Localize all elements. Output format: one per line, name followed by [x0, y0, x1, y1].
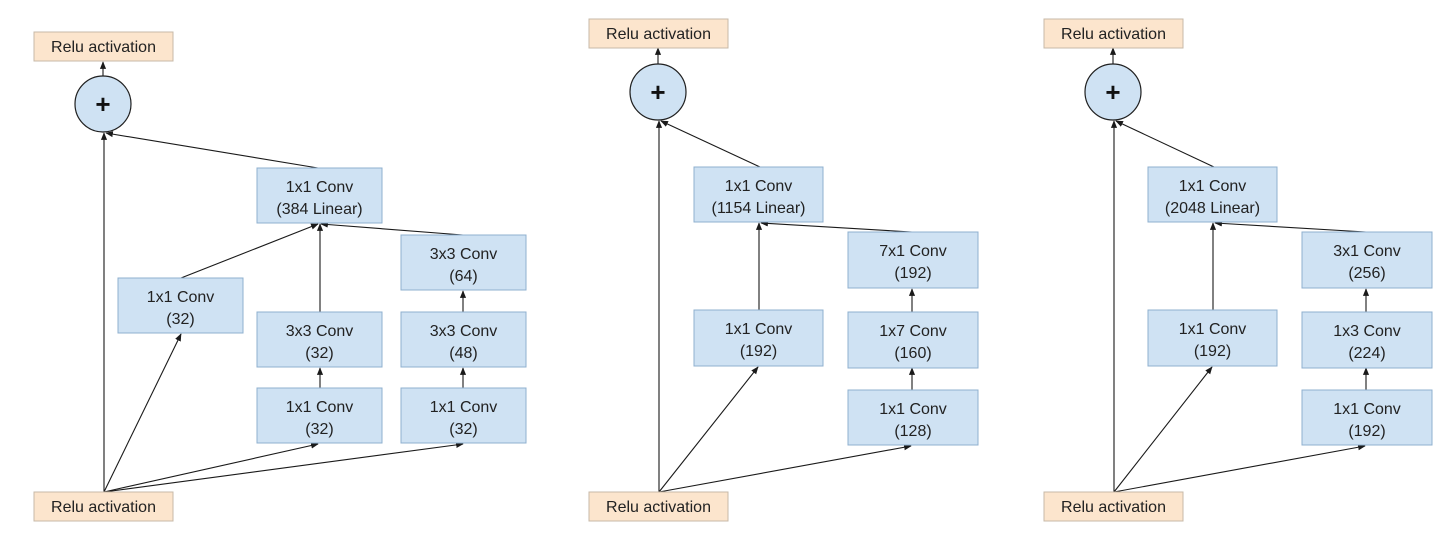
conv-box-branch2-middle: 1x3 Conv (224)	[1301, 311, 1433, 369]
conv-size-label: (32)	[305, 345, 333, 362]
conv-size-label: (192)	[1348, 423, 1385, 440]
plus-icon: +	[95, 89, 110, 119]
plus-icon: +	[650, 77, 665, 107]
conv-size-label: (32)	[166, 311, 194, 328]
sum-node: +	[74, 75, 132, 133]
input-relu-box: Relu activation	[1043, 491, 1184, 522]
conv-size-label: (224)	[1348, 345, 1385, 362]
conv-size-label: (192)	[740, 343, 777, 360]
output-relu-label: Relu activation	[1061, 26, 1166, 43]
edge-branch1-to-proj	[180, 223, 319, 279]
conv-size-label: (128)	[894, 423, 931, 440]
conv-box-projection: 1x1 Conv (384 Linear)	[256, 167, 383, 224]
diagram-a: Relu activation + 1x1 Conv (384 Linear) …	[33, 31, 527, 522]
conv-size-label: (192)	[894, 265, 931, 282]
edge-input-to-branch2	[103, 442, 319, 493]
edge-input-to-branch1	[1113, 366, 1213, 493]
conv-op-label: 1x7 Conv	[879, 323, 947, 340]
input-relu-label: Relu activation	[51, 499, 156, 516]
conv-size-label: (384 Linear)	[276, 201, 362, 218]
diagram-b-edges	[654, 47, 916, 493]
output-relu-box: Relu activation	[1043, 18, 1184, 49]
conv-op-label: 3x3 Conv	[430, 246, 498, 263]
conv-box-branch2-bottom: 1x1 Conv (32)	[256, 387, 383, 444]
conv-box-projection: 1x1 Conv (2048 Linear)	[1147, 166, 1278, 223]
conv-size-label: (32)	[305, 421, 333, 438]
conv-op-label: 1x1 Conv	[430, 399, 498, 416]
conv-box-branch1: 1x1 Conv (32)	[117, 277, 244, 334]
edge-branch2-to-proj	[1214, 220, 1367, 233]
conv-op-label: 1x1 Conv	[1333, 401, 1401, 418]
conv-op-label: 1x1 Conv	[1179, 178, 1247, 195]
input-relu-label: Relu activation	[1061, 499, 1166, 516]
conv-box-branch3-middle: 3x3 Conv (48)	[400, 311, 527, 368]
diagram-a-edges	[99, 61, 467, 493]
conv-size-label: (64)	[449, 268, 477, 285]
conv-box-branch2-bottom: 1x1 Conv (128)	[847, 389, 979, 446]
sum-node: +	[1084, 63, 1142, 121]
output-relu-label: Relu activation	[51, 39, 156, 56]
sum-node: +	[629, 63, 687, 121]
conv-box-branch2-top: 7x1 Conv (192)	[847, 231, 979, 289]
conv-box-branch2-middle: 1x7 Conv (160)	[847, 311, 979, 369]
edge-branch3-to-proj	[320, 221, 464, 236]
edge-input-to-branch3	[103, 441, 464, 493]
conv-box-branch1: 1x1 Conv (192)	[1147, 309, 1278, 367]
diagram-c-edges	[1109, 47, 1370, 493]
edge-proj-to-sum	[660, 120, 761, 168]
edge-input-to-branch1	[103, 333, 182, 493]
conv-size-label: (32)	[449, 421, 477, 438]
conv-op-label: 3x3 Conv	[286, 323, 354, 340]
conv-box-branch2-bottom: 1x1 Conv (192)	[1301, 389, 1433, 446]
conv-op-label: 1x1 Conv	[879, 401, 947, 418]
conv-op-label: 1x1 Conv	[286, 399, 354, 416]
edge-input-to-branch2	[1113, 444, 1366, 493]
conv-size-label: (1154 Linear)	[712, 200, 806, 217]
conv-box-branch3-bottom: 1x1 Conv (32)	[400, 387, 527, 444]
edge-input-to-branch1	[658, 366, 759, 493]
conv-op-label: 3x1 Conv	[1333, 243, 1401, 260]
edge-input-to-branch2	[658, 444, 912, 493]
conv-box-branch3-top: 3x3 Conv (64)	[400, 234, 527, 291]
conv-box-branch2-top: 3x3 Conv (32)	[256, 311, 383, 368]
conv-op-label: 1x1 Conv	[725, 321, 793, 338]
conv-op-label: 1x1 Conv	[286, 179, 354, 196]
diagram-b: Relu activation + 1x1 Conv (1154 Linear)…	[588, 18, 979, 522]
output-relu-box: Relu activation	[588, 18, 729, 49]
conv-box-projection: 1x1 Conv (1154 Linear)	[693, 166, 824, 223]
diagram-c: Relu activation + 1x1 Conv (2048 Linear)…	[1043, 18, 1433, 522]
conv-op-label: 1x1 Conv	[147, 289, 215, 306]
conv-box-branch1: 1x1 Conv (192)	[693, 309, 824, 367]
edge-proj-to-sum	[105, 131, 319, 169]
input-relu-box: Relu activation	[588, 491, 729, 522]
conv-size-label: (48)	[449, 345, 477, 362]
input-relu-label: Relu activation	[606, 499, 711, 516]
conv-size-label: (160)	[894, 345, 931, 362]
plus-icon: +	[1105, 77, 1120, 107]
output-relu-label: Relu activation	[606, 26, 711, 43]
conv-op-label: 1x1 Conv	[1179, 321, 1247, 338]
conv-size-label: (2048 Linear)	[1165, 200, 1260, 217]
conv-size-label: (192)	[1194, 343, 1231, 360]
conv-op-label: 3x3 Conv	[430, 323, 498, 340]
output-relu-box: Relu activation	[33, 31, 174, 62]
conv-op-label: 1x1 Conv	[725, 178, 793, 195]
input-relu-box: Relu activation	[33, 491, 174, 522]
edge-proj-to-sum	[1115, 120, 1215, 168]
conv-box-branch2-top: 3x1 Conv (256)	[1301, 231, 1433, 289]
conv-op-label: 7x1 Conv	[879, 243, 947, 260]
edge-branch2-to-proj	[760, 220, 913, 233]
conv-op-label: 1x3 Conv	[1333, 323, 1401, 340]
conv-size-label: (256)	[1348, 265, 1385, 282]
